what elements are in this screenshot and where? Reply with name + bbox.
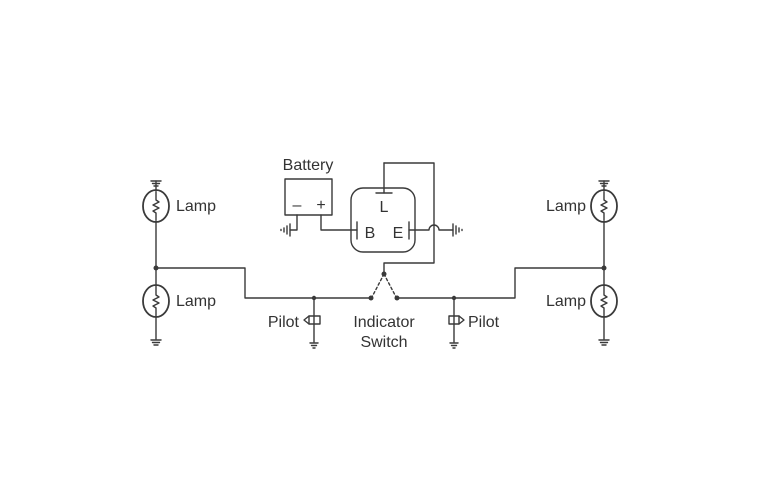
- indicator-switch-label-line2: Switch: [360, 334, 407, 351]
- right-lower-lamp-label: Lamp: [546, 293, 586, 310]
- left-lower-lamp: Lamp: [142, 284, 216, 346]
- relay-box: [350, 187, 416, 253]
- indicator-switch-label-line1: Indicator: [353, 314, 415, 331]
- right-pilot-label: Pilot: [468, 314, 500, 331]
- battery-minus-label: –: [293, 197, 302, 214]
- relay-l-wire: [383, 162, 435, 273]
- battery-positive-wire: [320, 214, 358, 231]
- right-pilot-lamp: Pilot: [448, 297, 500, 349]
- indicator-switch: Indicator Switch: [353, 271, 415, 351]
- right-upper-lamp: Lamp: [546, 180, 618, 223]
- left-bus-wire: [155, 267, 372, 299]
- left-upper-lamp: Lamp: [142, 180, 216, 223]
- relay-terminal-l: L: [380, 199, 389, 216]
- left-pilot-label: Pilot: [268, 314, 300, 331]
- relay-ground-wire: [408, 223, 463, 237]
- relay-terminal-b: B: [365, 225, 376, 242]
- battery-box: [284, 178, 333, 216]
- battery-label: Battery: [283, 157, 334, 174]
- battery-plus-label: +: [316, 197, 325, 214]
- right-upper-lamp-label: Lamp: [546, 198, 586, 215]
- relay-terminal-e: E: [393, 225, 404, 242]
- flasher-relay: L B E: [350, 162, 416, 253]
- battery-ground-wire: [280, 214, 298, 237]
- right-lower-lamp: Lamp: [546, 284, 618, 346]
- left-lower-lamp-label: Lamp: [176, 293, 216, 310]
- left-upper-lamp-label: Lamp: [176, 198, 216, 215]
- left-pilot-lamp: Pilot: [268, 297, 321, 349]
- battery: Battery – +: [283, 157, 334, 216]
